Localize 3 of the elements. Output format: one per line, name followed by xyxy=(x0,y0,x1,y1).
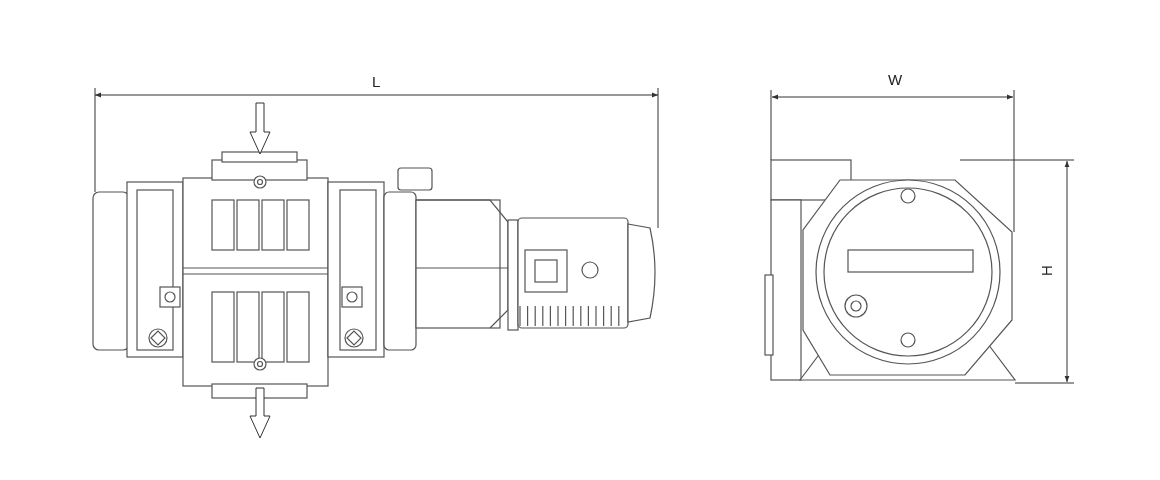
dimension-label: W xyxy=(888,72,903,87)
dimension-label: H xyxy=(1038,265,1054,276)
dimension-label: L xyxy=(372,74,381,89)
